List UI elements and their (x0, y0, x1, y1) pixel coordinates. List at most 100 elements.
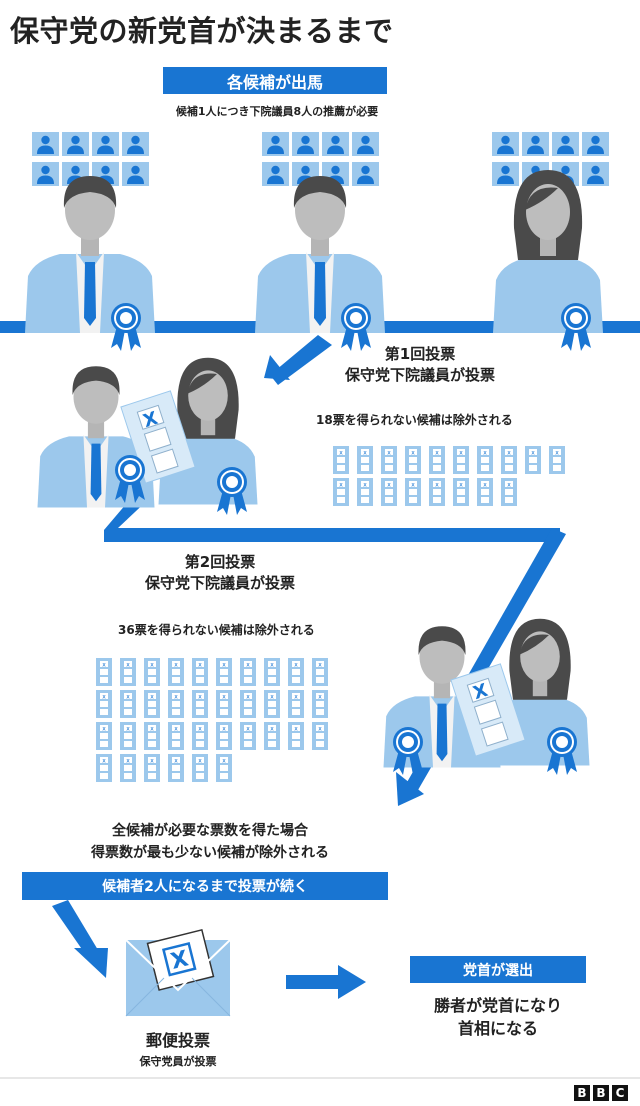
nominator-tile (582, 162, 609, 186)
ballot-paper (381, 446, 397, 474)
result-line1: 勝者が党首になり (433, 996, 562, 1015)
ballot-paper (144, 754, 160, 782)
ballot-mark: X (471, 680, 491, 704)
ballot-paper (192, 658, 208, 686)
ballot-paper (168, 690, 184, 718)
result-line2: 首相になる (457, 1019, 538, 1038)
ballot-paper (216, 690, 232, 718)
ballot-paper (240, 690, 256, 718)
ballot-mark: X (141, 408, 161, 432)
ballot-paper (477, 478, 493, 506)
continue-banner: 候補者2人になるまで投票が続く (22, 872, 388, 900)
nominator-tile (122, 162, 149, 186)
ballot-paper (192, 722, 208, 750)
nominator-tile (522, 132, 549, 156)
ballot-paper (312, 722, 328, 750)
nominator-tile (92, 132, 119, 156)
ballot-paper (501, 446, 517, 474)
ballot-paper (216, 722, 232, 750)
round2-candidates: X (383, 618, 590, 775)
nominator-tile (122, 132, 149, 156)
ballot-paper (381, 478, 397, 506)
ballot-paper (240, 658, 256, 686)
ballot-paper (264, 658, 280, 686)
round2-ballots (96, 658, 328, 782)
ballot-paper (453, 478, 469, 506)
ballot-paper (96, 658, 112, 686)
ballot-paper (240, 722, 256, 750)
ballot-paper (288, 722, 304, 750)
ballot-paper (264, 690, 280, 718)
ballot-paper (168, 754, 184, 782)
rule-line2: 得票数が最も少ない候補が除外される (91, 845, 329, 861)
ballot-paper (357, 446, 373, 474)
ballot-paper (312, 658, 328, 686)
nominator-tile (32, 132, 59, 156)
rule-line1: 全候補が必要な票数を得た場合 (112, 823, 308, 839)
ballot-paper (333, 446, 349, 474)
ballot-paper (192, 754, 208, 782)
ballot-paper (312, 690, 328, 718)
ballot-paper (120, 722, 136, 750)
ballot-paper (96, 754, 112, 782)
round1-heading: 第1回投票 (384, 345, 456, 363)
result-banner: 党首が選出 (410, 956, 586, 983)
round2-heading: 第2回投票 (184, 553, 256, 571)
page-title: 保守党の新党首が決まるまで (10, 14, 394, 48)
ballot-paper (288, 690, 304, 718)
nominator-tile (292, 132, 319, 156)
round1-subheading: 保守党下院議員が投票 (344, 366, 495, 384)
ballot-paper (192, 690, 208, 718)
ballot-paper (525, 446, 541, 474)
ballot-paper (120, 690, 136, 718)
ballot-paper (120, 754, 136, 782)
ballot-paper (288, 658, 304, 686)
postal-subheading: 保守党員が投票 (139, 1055, 217, 1068)
ballot-paper (144, 722, 160, 750)
stage1-banner: 各候補が出馬 (163, 67, 387, 94)
ballot-paper (429, 446, 445, 474)
ballot-paper (216, 658, 232, 686)
bbc-logo: B B C (574, 1085, 628, 1101)
ballot-paper (120, 658, 136, 686)
nominator-tile (492, 132, 519, 156)
ballot-paper (216, 754, 232, 782)
nominator-tile (262, 132, 289, 156)
ballot-paper (453, 446, 469, 474)
ballot-paper (405, 446, 421, 474)
round2-subheading: 保守党下院議員が投票 (144, 574, 295, 592)
nominator-tile (582, 132, 609, 156)
round1-threshold: 18票を得られない候補は除外される (316, 413, 513, 427)
ballot-paper (405, 478, 421, 506)
ballot-paper (168, 722, 184, 750)
ballot-paper (333, 478, 349, 506)
nominator-tile (322, 132, 349, 156)
round1-ballots (333, 446, 565, 506)
ballot-paper (264, 722, 280, 750)
ballot-paper (477, 446, 493, 474)
ballot-paper (429, 478, 445, 506)
nominator-tile (262, 162, 289, 186)
nominator-tile (32, 162, 59, 186)
ballot-paper (168, 658, 184, 686)
ballot-paper (501, 478, 517, 506)
candidates-row (0, 170, 640, 351)
ballot-paper (96, 690, 112, 718)
postal-heading: 郵便投票 (145, 1031, 210, 1050)
round1-candidates: X (37, 357, 258, 515)
stage1-note: 候補1人につき下院議員8人の推薦が必要 (175, 105, 379, 118)
nominator-tile (352, 162, 379, 186)
postal-envelope: X (125, 928, 231, 1017)
nominator-tile (352, 132, 379, 156)
ballot-paper (549, 446, 565, 474)
nominator-tile (492, 162, 519, 186)
ballot-paper (144, 690, 160, 718)
ballot-mark: X (168, 946, 191, 974)
round2-threshold: 36票を得られない候補は除外される (118, 623, 315, 637)
ballot-paper (357, 478, 373, 506)
nominator-tile (62, 132, 89, 156)
ballot-paper (144, 658, 160, 686)
nominator-tile (552, 132, 579, 156)
ballot-paper (96, 722, 112, 750)
